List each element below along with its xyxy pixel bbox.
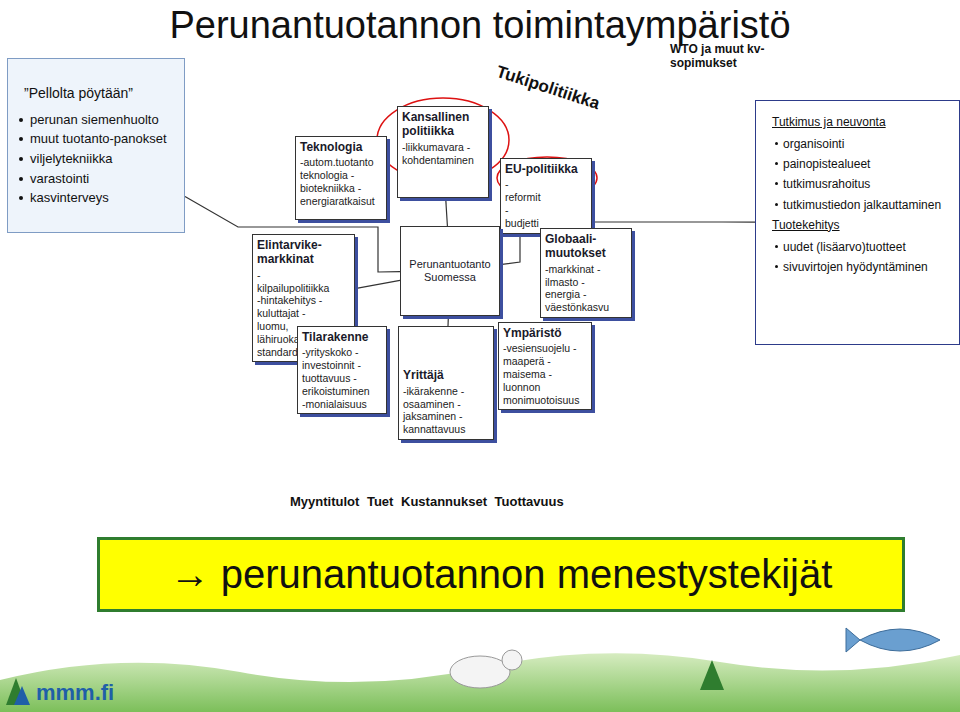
- box-heading: ”Pellolta pöytään”: [24, 85, 176, 102]
- box-text: -reformit -budjetti: [505, 178, 541, 229]
- result-box: → perunantuotannon menestystekijät: [97, 537, 905, 612]
- connector-line: [355, 280, 400, 288]
- box-text: -yrityskoko -investoinnit -tuottavuus -e…: [302, 346, 370, 410]
- factor-label: Myyntitulot Tuet Kustannukset Tuottavuus: [290, 494, 564, 509]
- factor-box: EU-politiikka -reformit -budjetti: [500, 158, 592, 234]
- cow-figure: [450, 656, 510, 688]
- box-text: -markkinat -ilmasto -energia - väestönka…: [545, 263, 609, 314]
- box-heading: Tutkimus ja neuvonta: [772, 115, 951, 129]
- box-heading: Kansallinen politiikka: [402, 110, 484, 139]
- box-heading: Globaali- muutokset: [545, 232, 627, 261]
- box-text: tutkimusrahoitus: [774, 177, 951, 191]
- box-text: tutkimustiedon jalkauttaminen: [774, 198, 951, 212]
- cow-head: [502, 650, 522, 670]
- factor-box: Kansallinen politiikka-liikkumavara -koh…: [397, 106, 489, 198]
- box-heading: Teknologia: [300, 140, 382, 154]
- connector-line: [446, 198, 448, 226]
- box-heading: Perunantuotanto Suomessa: [405, 258, 495, 284]
- factor-box: Teknologia -autom.tuotanto teknologia -bi…: [295, 136, 387, 220]
- core-box: Perunantuotanto Suomessa: [400, 226, 500, 316]
- slide-title: Perunantuotannon toimintaympäristö: [0, 4, 960, 47]
- box-text: kasvinterveys: [18, 190, 176, 206]
- box-text: -vesiensuojelu -maaperä -maisema -luonno…: [503, 342, 579, 406]
- research-box: Tutkimus ja neuvonta organisointi painopis…: [755, 100, 960, 345]
- factor-box: Ympäristö -vesiensuojelu -maaperä -maisem…: [498, 322, 592, 410]
- logo-mark: [14, 686, 30, 705]
- box-text: Tuotekehitys: [772, 218, 951, 232]
- box-text: varastointi: [18, 171, 176, 187]
- factor-box: Tilarakenne -yrityskoko -investoinnit -tu…: [297, 326, 387, 414]
- box-heading: Elintarvike- markkinat: [257, 238, 350, 267]
- box-text: viljelytekniikka: [18, 151, 176, 167]
- box-text: uudet (lisäarvo)tuotteet: [774, 240, 951, 254]
- box-heading: EU-politiikka: [505, 162, 587, 176]
- box-heading: Ympäristö: [503, 326, 587, 340]
- tree-figure: [700, 660, 724, 690]
- box-text: muut tuotanto-panokset: [18, 131, 176, 147]
- ground-band: [0, 653, 960, 712]
- list-box: ”Pellolta pöytään” perunan siemenhuolto mu…: [7, 58, 185, 233]
- box-text: organisointi: [774, 137, 951, 151]
- box-text: -ikärakenne -osaaminen -jaksaminen -kann…: [403, 385, 465, 436]
- box-text: -autom.tuotanto teknologia -biotekniikka…: [300, 156, 375, 207]
- box-heading: Yrittäjä: [403, 368, 489, 382]
- box-heading: → perunantuotannon menestystekijät: [170, 552, 833, 597]
- logo-text: mmm.fi: [36, 680, 114, 706]
- box-text: perunan siemenhuolto: [18, 112, 176, 128]
- factor-box: Yrittäjä -ikärakenne -osaaminen -jaksamin…: [398, 326, 494, 440]
- fish-figure: [846, 628, 940, 652]
- factor-box: Globaali- muutokset-markkinat -ilmasto -…: [540, 228, 632, 318]
- agreement-label: WTO ja muut kv-sopimukset: [670, 42, 790, 71]
- policy-label: Tukipolitiikka: [494, 62, 602, 114]
- box-text: -liikkumavara -kohdentaminen: [402, 141, 474, 167]
- box-text: painopistealueet: [774, 157, 951, 171]
- connector-line: [447, 316, 449, 326]
- box-heading: Tilarakenne: [302, 330, 382, 344]
- box-text: sivuvirtojen hyödyntäminen: [774, 260, 951, 274]
